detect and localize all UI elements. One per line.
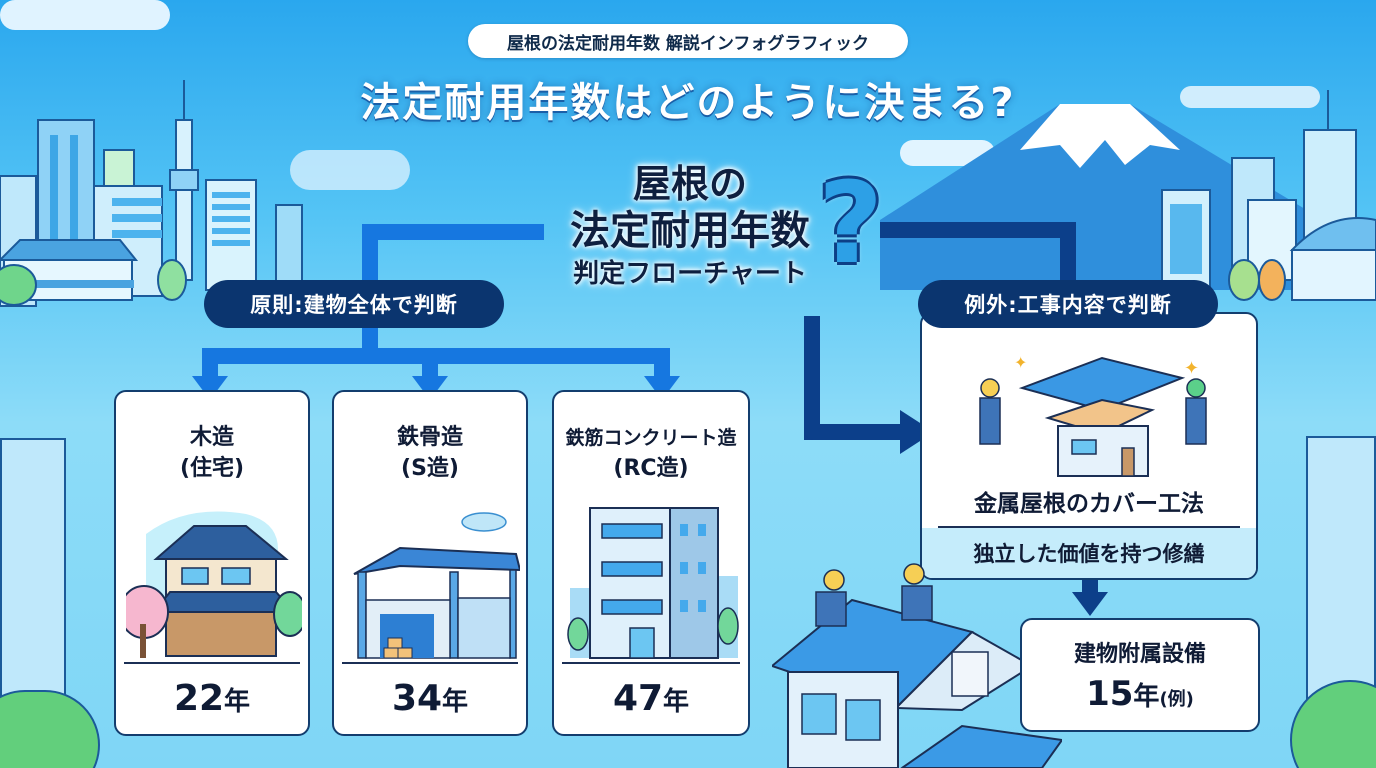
steel-warehouse-icon <box>353 512 520 659</box>
flow-line <box>1060 222 1076 292</box>
example-note: (例) <box>1159 689 1194 710</box>
flow-line <box>362 224 544 240</box>
title-line-1: 屋根の <box>632 162 747 206</box>
flowchart-title: 屋根の 法定耐用年数 判定フローチャート <box>540 162 840 292</box>
cloud-decoration <box>290 150 410 190</box>
flow-line <box>1082 580 1098 594</box>
principle-label: 原則:建物全体で判断 <box>204 280 504 328</box>
years-unit: 年 <box>1133 682 1160 712</box>
divider <box>342 662 518 664</box>
structure-name: 鉄骨造 <box>396 425 463 450</box>
rc-building-icon <box>567 507 739 659</box>
exception-description: 独立した価値を持つ修繕 <box>922 528 1256 578</box>
bush-decoration <box>0 690 100 768</box>
years-number: 22 <box>173 678 225 719</box>
flow-line <box>202 348 218 378</box>
card-steel: 鉄骨造 (S造) 34年 <box>332 390 528 736</box>
roof-cover-workers-icon: ✦ ✦ <box>979 353 1207 477</box>
structure-sub: (RC造) <box>613 456 689 481</box>
flow-line <box>804 316 820 440</box>
divider <box>938 526 1240 528</box>
flow-line <box>804 424 904 440</box>
title-line-3: 判定フローチャート <box>573 259 807 289</box>
wooden-house-icon <box>126 511 302 658</box>
title-line-2: 法定耐用年数 <box>570 208 810 254</box>
years-value: 34年 <box>334 678 526 719</box>
years-number: 34 <box>391 678 443 719</box>
years-value: 22年 <box>116 678 308 719</box>
structure-sub: (住宅) <box>179 456 245 481</box>
years-value: 47年 <box>554 678 748 719</box>
cloud-decoration <box>0 0 170 30</box>
roof-workers-icon <box>772 563 1062 768</box>
flow-line <box>422 348 438 378</box>
svg-text:✦: ✦ <box>1014 353 1027 372</box>
flow-line <box>654 348 670 378</box>
years-unit: 年 <box>663 687 690 717</box>
left-building-decoration <box>0 438 66 738</box>
bush-decoration <box>1290 680 1376 768</box>
mount-fuji-icon <box>880 90 1376 301</box>
subtitle-pill: 屋根の法定耐用年数 解説インフォグラフィック <box>468 24 908 58</box>
structure-sub: (S造) <box>401 456 459 481</box>
years-number: 15 <box>1086 674 1134 714</box>
left-cityscape-icon <box>0 80 303 307</box>
cloud-decoration <box>1180 86 1320 108</box>
result-card: 建物附属設備 15年(例) <box>1020 618 1260 732</box>
page-title: 法定耐用年数はどのように決まる? <box>360 80 1016 126</box>
card-rc: 鉄筋コンクリート造 (RC造) 47年 <box>552 390 750 736</box>
exception-method: 金属屋根のカバー工法 <box>974 491 1204 517</box>
divider <box>562 662 740 664</box>
question-mark-icon: ? <box>818 159 883 289</box>
flow-line <box>880 222 1074 238</box>
card-wooden: 木造 (住宅) 22年 <box>114 390 310 736</box>
years-unit: 年 <box>442 687 469 717</box>
structure-name: 鉄筋コンクリート造 <box>565 427 737 449</box>
arrow-down-icon <box>1072 592 1108 616</box>
result-years: 15年(例) <box>1022 674 1258 714</box>
exception-label: 例外:工事内容で判断 <box>918 280 1218 328</box>
result-category: 建物附属設備 <box>1073 642 1206 667</box>
years-number: 47 <box>612 678 664 719</box>
structure-name: 木造 <box>189 425 234 450</box>
years-unit: 年 <box>224 687 251 717</box>
svg-text:✦: ✦ <box>1184 358 1199 379</box>
exception-card: ✦ ✦ 金属屋根のカバー工法 独立した価値を持つ修繕 <box>920 312 1258 580</box>
divider <box>124 662 300 664</box>
